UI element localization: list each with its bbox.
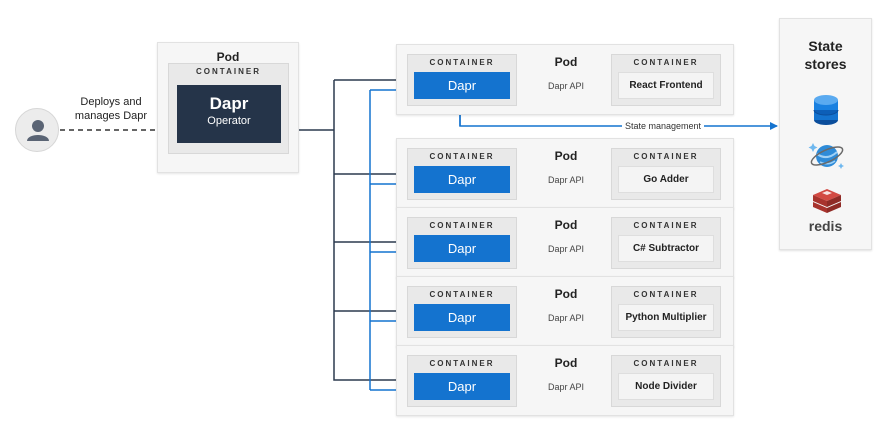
cosmos-db-icon — [808, 143, 844, 169]
pod-title: Pod — [554, 218, 578, 232]
container-label: CONTAINER — [429, 152, 495, 161]
container-label: CONTAINER — [429, 221, 495, 230]
container-label: CONTAINER — [633, 290, 699, 299]
app-pod: Pod CONTAINER Dapr Dapr API CONTAINER Py… — [396, 276, 734, 347]
app-name: C# Subtractor — [618, 235, 714, 262]
sidecar-container: CONTAINER Dapr — [407, 54, 517, 106]
pod-title: Pod — [216, 50, 240, 64]
database-icon — [813, 95, 839, 125]
sidecar-container: CONTAINER Dapr — [407, 148, 517, 200]
app-pod: Pod CONTAINER Dapr Dapr API CONTAINER Re… — [396, 44, 734, 115]
sidecar-container: CONTAINER Dapr — [407, 286, 517, 338]
pod-title: Pod — [554, 356, 578, 370]
app-pod: Pod CONTAINER Dapr Dapr API CONTAINER Go… — [396, 138, 734, 209]
operator-container: CONTAINER Dapr Operator — [168, 63, 289, 154]
app-name: Node Divider — [618, 373, 714, 400]
app-container: CONTAINER C# Subtractor — [611, 217, 721, 269]
user-avatar — [15, 108, 59, 152]
dapr-sidecar: Dapr — [414, 166, 510, 193]
dapr-api-label: Dapr API — [547, 244, 585, 254]
pod-title: Pod — [554, 149, 578, 163]
user-icon — [27, 120, 49, 141]
sidecar-container: CONTAINER Dapr — [407, 355, 517, 407]
container-label: CONTAINER — [633, 152, 699, 161]
state-stores-title: State stores — [804, 38, 847, 72]
redis-label: redis — [808, 218, 843, 234]
container-label: CONTAINER — [633, 221, 699, 230]
container-label: CONTAINER — [429, 359, 495, 368]
dapr-api-label: Dapr API — [547, 81, 585, 91]
dapr-sidecar: Dapr — [414, 373, 510, 400]
dapr-sidecar: Dapr — [414, 304, 510, 331]
app-container: CONTAINER React Frontend — [611, 54, 721, 106]
redis-icon — [813, 189, 841, 213]
app-container: CONTAINER Node Divider — [611, 355, 721, 407]
operator-name: Dapr — [209, 94, 249, 113]
app-container: CONTAINER Go Adder — [611, 148, 721, 200]
operator-pod: Pod CONTAINER Dapr Operator — [157, 42, 299, 173]
container-label: CONTAINER — [633, 359, 699, 368]
app-pod: Pod CONTAINER Dapr Dapr API CONTAINER C#… — [396, 207, 734, 278]
app-name: Python Multiplier — [618, 304, 714, 331]
app-name: Go Adder — [618, 166, 714, 193]
dapr-api-label: Dapr API — [547, 175, 585, 185]
pod-title: Pod — [554, 287, 578, 301]
container-label: CONTAINER — [196, 67, 261, 76]
app-container: CONTAINER Python Multiplier — [611, 286, 721, 338]
app-pod: Pod CONTAINER Dapr Dapr API CONTAINER No… — [396, 345, 734, 416]
state-management-label: State management — [622, 120, 705, 132]
sidecar-container: CONTAINER Dapr — [407, 217, 517, 269]
container-label: CONTAINER — [429, 290, 495, 299]
dapr-api-label: Dapr API — [547, 382, 585, 392]
deploy-note: Deploys and manages Dapr — [74, 96, 148, 122]
dapr-sidecar: Dapr — [414, 235, 510, 262]
app-name: React Frontend — [618, 72, 714, 99]
dapr-sidecar: Dapr — [414, 72, 510, 99]
dapr-api-label: Dapr API — [547, 313, 585, 323]
pod-title: Pod — [554, 55, 578, 69]
operator-subtitle: Operator — [207, 115, 251, 127]
state-stores-panel: State stores redis — [779, 18, 872, 250]
operator-to-sidecar-lines — [291, 76, 408, 384]
dapr-operator: Dapr Operator — [177, 85, 281, 143]
container-label: CONTAINER — [429, 58, 495, 67]
container-label: CONTAINER — [633, 58, 699, 67]
